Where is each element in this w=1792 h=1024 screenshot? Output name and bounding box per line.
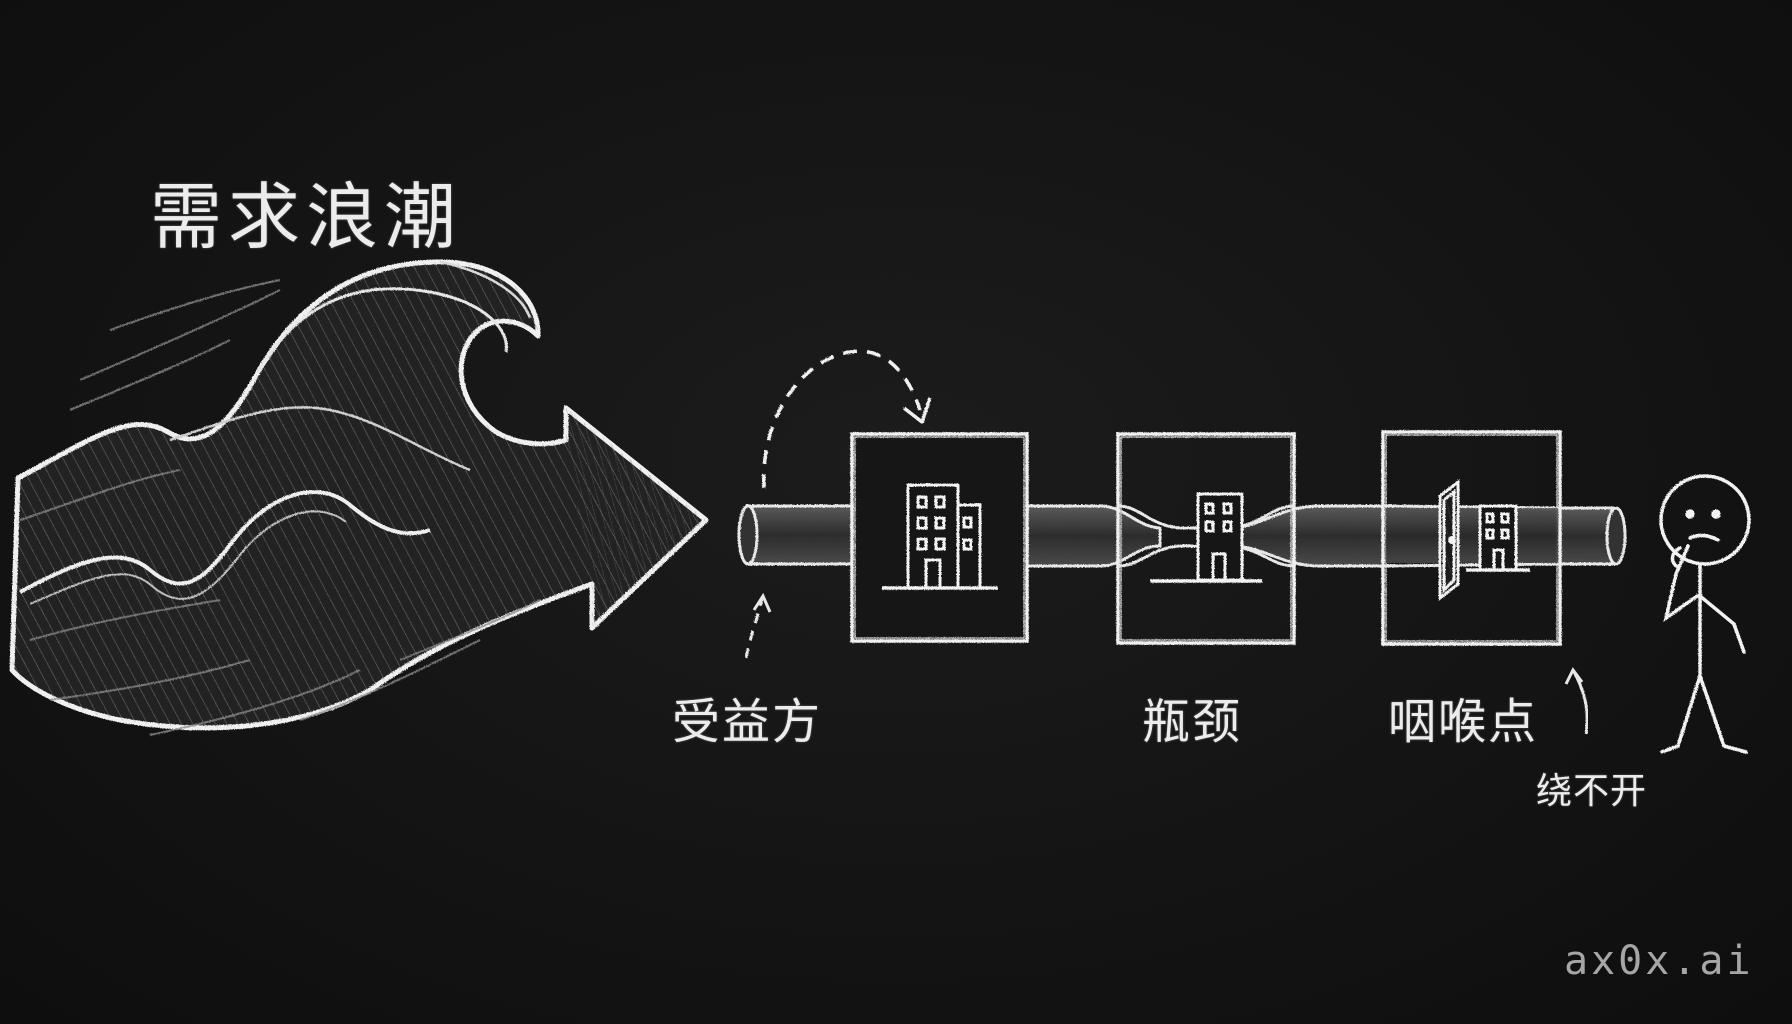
jump-arrow-icon xyxy=(762,349,922,489)
bottleneck-box xyxy=(1116,432,1296,645)
stick-figure-icon xyxy=(1659,474,1751,754)
building-icon xyxy=(882,483,998,590)
door-icon xyxy=(1438,478,1460,602)
pipeline xyxy=(737,504,1627,568)
wave-icon xyxy=(9,259,709,736)
building-icon xyxy=(1150,492,1262,583)
watermark: ax0x.ai xyxy=(1564,938,1754,984)
chokepoint-label: 咽喉点 xyxy=(1388,694,1539,750)
beneficiary-label: 受益方 xyxy=(672,694,823,750)
diagram-title: 需求浪潮 xyxy=(150,175,463,259)
jump-arrowhead xyxy=(902,397,932,425)
motion-streaks xyxy=(19,279,541,736)
person-caption: 绕不开 xyxy=(1536,771,1648,812)
pointer-arrow-icon xyxy=(744,597,764,659)
bottleneck-label: 瓶颈 xyxy=(1142,694,1243,750)
chokepoint-box xyxy=(1381,430,1562,646)
pointer-arrowhead xyxy=(752,592,772,613)
building-icon xyxy=(1466,504,1530,572)
beneficiary-box xyxy=(850,432,1029,643)
